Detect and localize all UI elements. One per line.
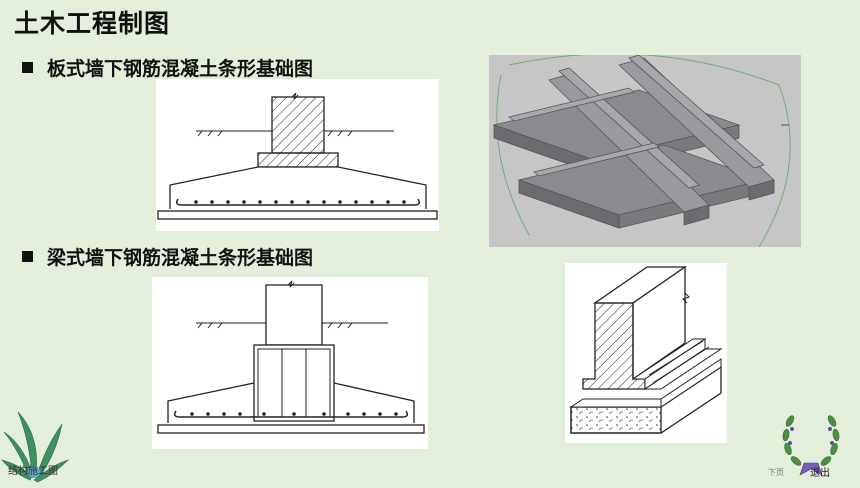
- square-bullet-icon: [22, 62, 33, 73]
- bullet-beam-foundation-text: 梁式墙下钢筋混凝土条形基础图: [47, 247, 314, 269]
- slab-foundation-section-drawing: [156, 79, 439, 231]
- square-bullet-icon: [22, 251, 33, 262]
- leaf-decoration-icon: [0, 402, 70, 484]
- beam-foundation-section-drawing: [152, 277, 428, 449]
- wall-foundation-isometric-drawing: [565, 263, 727, 443]
- next-page-link[interactable]: 下页: [768, 468, 784, 477]
- exit-button[interactable]: 退出: [810, 468, 830, 479]
- bullet-slab-foundation-text: 板式墙下钢筋混凝土条形基础图: [47, 58, 314, 80]
- foundation-grid-3d-render: [489, 55, 801, 247]
- wreath-decoration-icon: [778, 401, 844, 479]
- bullet-slab-foundation: 板式墙下钢筋混凝土条形基础图: [22, 54, 313, 81]
- footer-section-label: 结构施工图: [8, 466, 58, 477]
- bullet-beam-foundation: 梁式墙下钢筋混凝土条形基础图: [22, 243, 313, 270]
- slide-title: 土木工程制图: [14, 9, 171, 38]
